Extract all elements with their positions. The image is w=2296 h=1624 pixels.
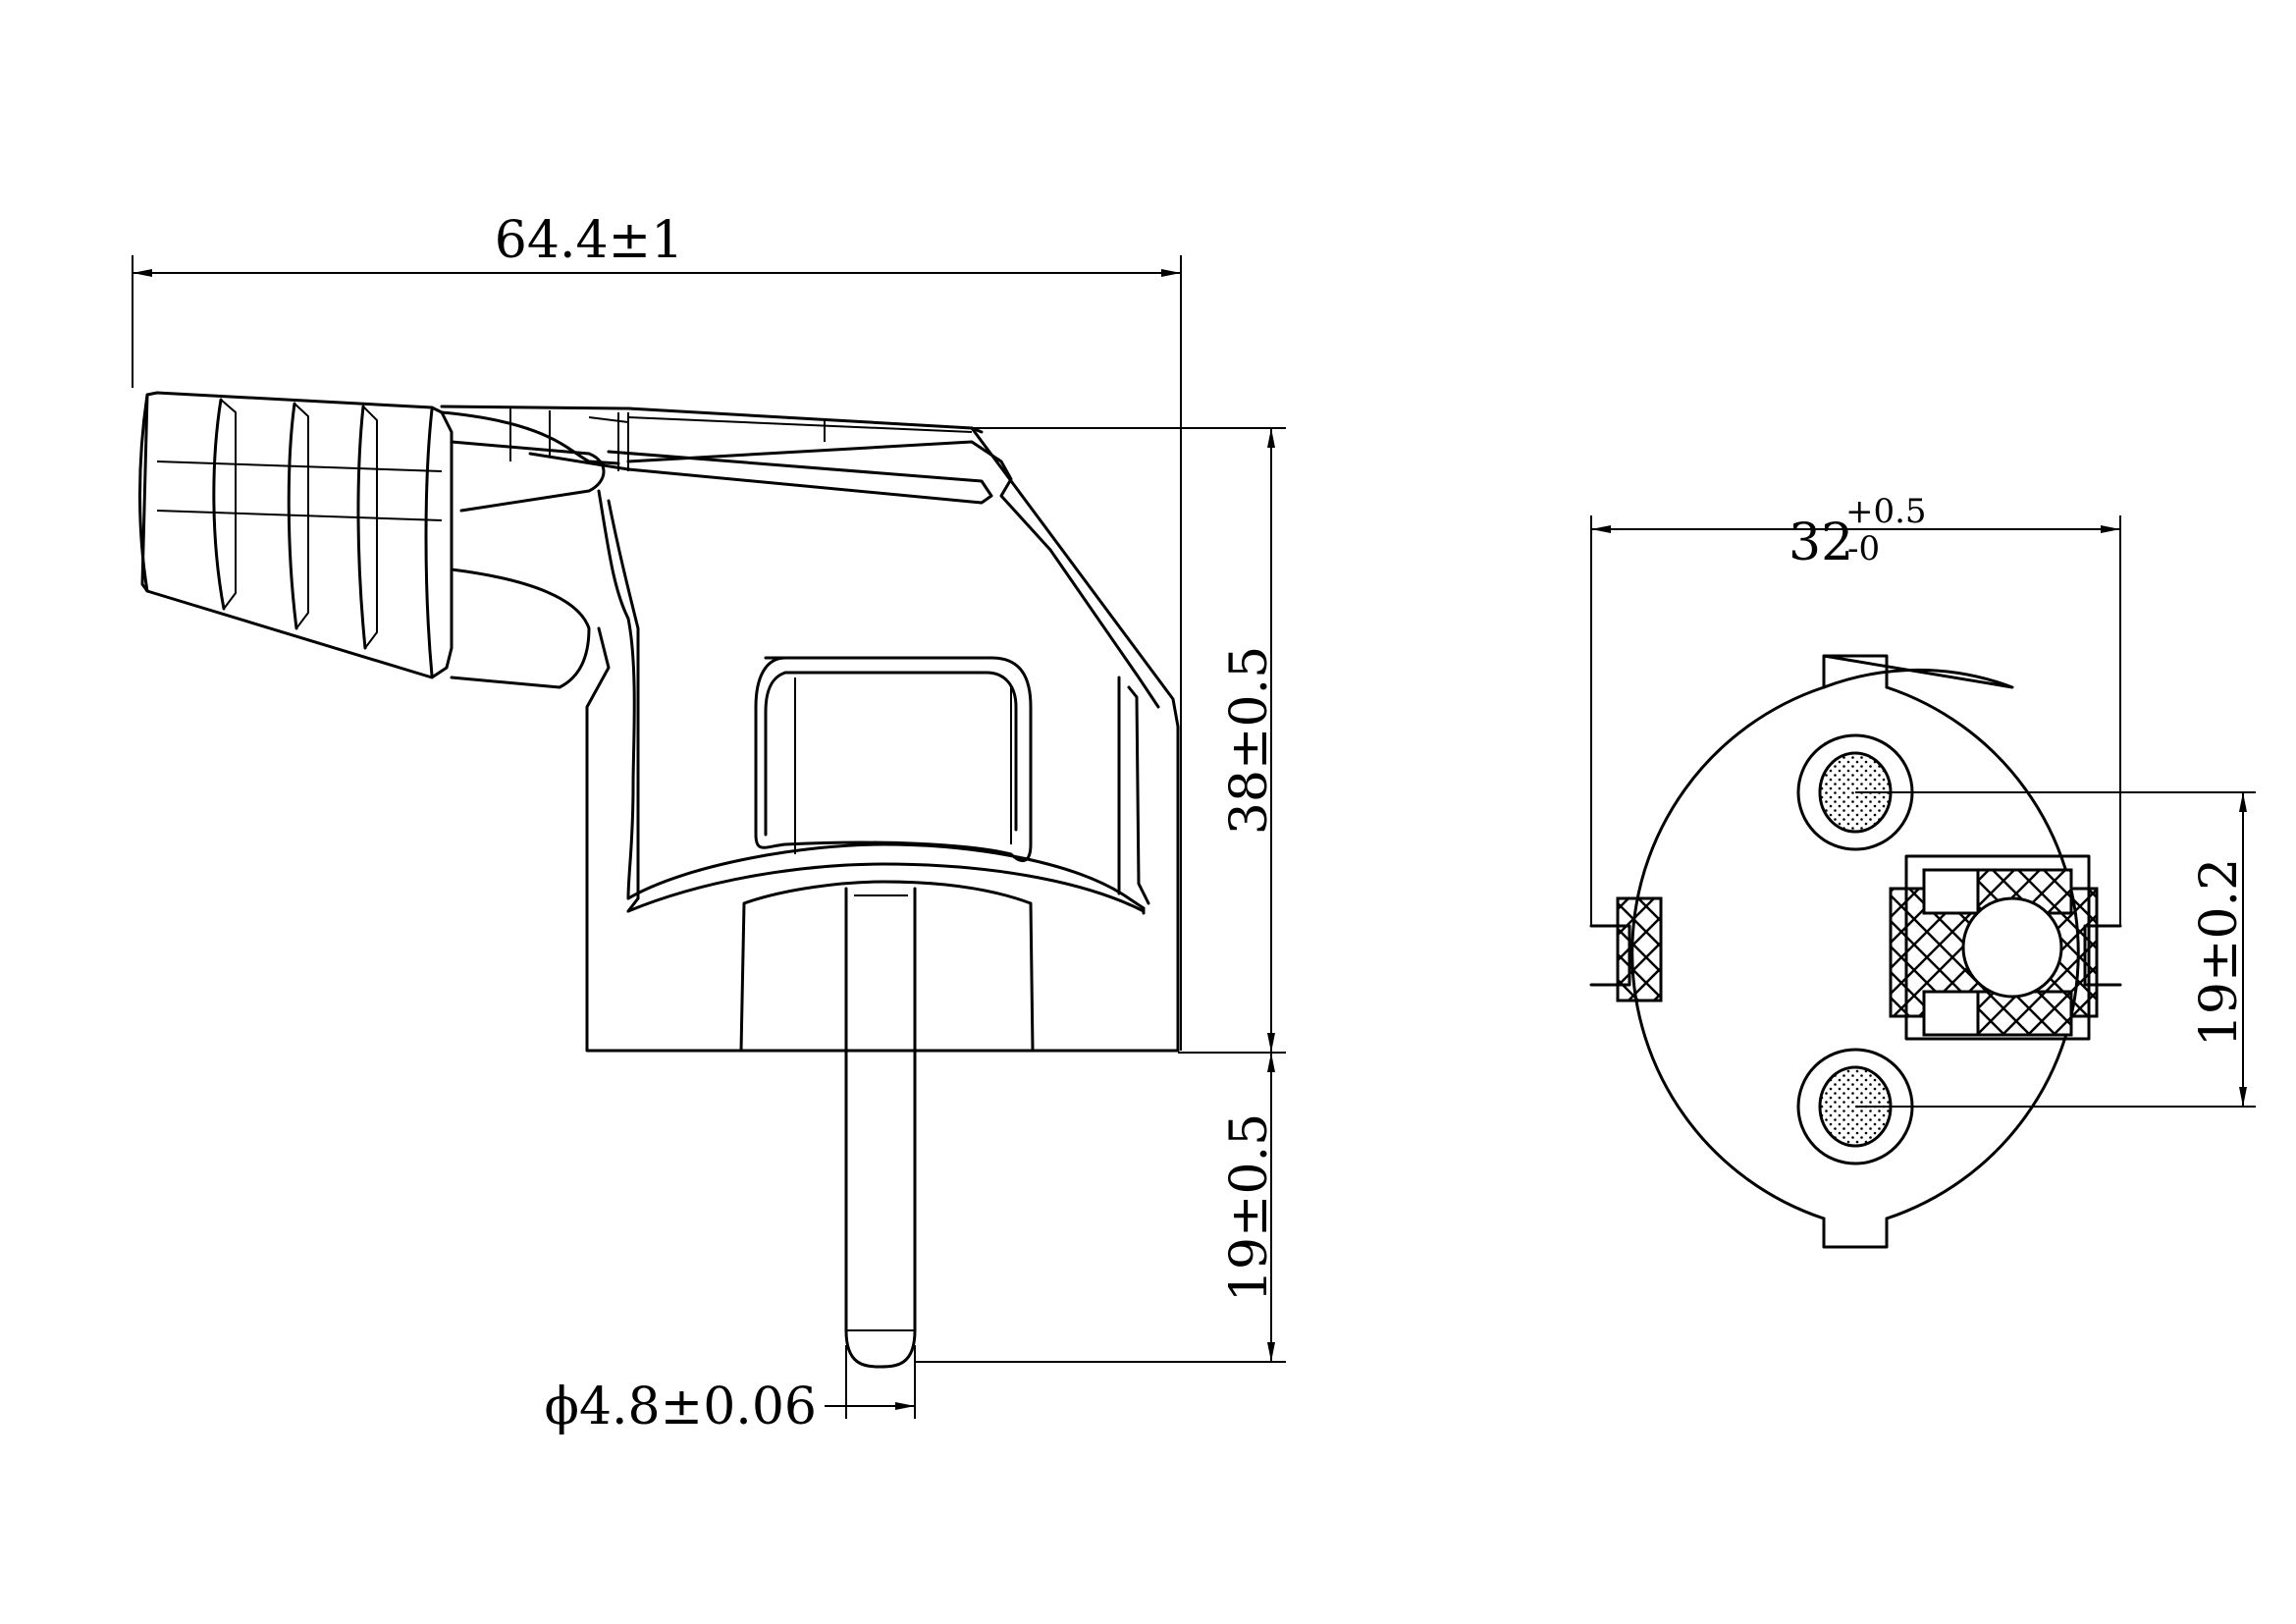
earth-clip-left [1616,896,1663,1002]
dim-diameter-base: 32 [1789,514,1853,572]
dim-pin-spacing-label: 19±0.2 [2190,858,2249,1047]
plug-side-view: 64.4±1 38±0.5 19±0.5 ϕ4.8±0.06 [132,211,1286,1436]
dim-diameter-upper-tol: +0.5 [1845,492,1927,531]
dim-body-height: 38±0.5 [972,427,1286,1054]
dim-pin-length-label: 19±0.5 [1220,1113,1279,1302]
dim-pin-spacing: 19±0.2 [1855,791,2256,1108]
earth-pin [844,1049,917,1369]
face-outline [1822,654,2014,689]
dim-pin-length: 19±0.5 [915,1053,1286,1363]
dim-face-diameter: 32 +0.5 -0 [1590,492,2121,926]
strain-relief-boot [138,391,454,679]
dim-diameter-lower-tol: -0 [1847,529,1880,568]
plug-body [585,416,1180,1053]
dim-overall-width: 64.4±1 [132,211,1182,1051]
plug-face-view: 32 +0.5 -0 19±0.2 [1589,492,2256,1249]
earth-clip-right [1889,854,2099,1041]
dim-pin-diameter: ϕ4.8±0.06 [545,1345,916,1436]
dim-pin-diameter-label: ϕ4.8±0.06 [545,1378,818,1436]
dim-width-label: 64.4±1 [495,211,683,270]
dim-body-height-label: 38±0.5 [1220,646,1279,835]
cable-neck [440,405,984,689]
